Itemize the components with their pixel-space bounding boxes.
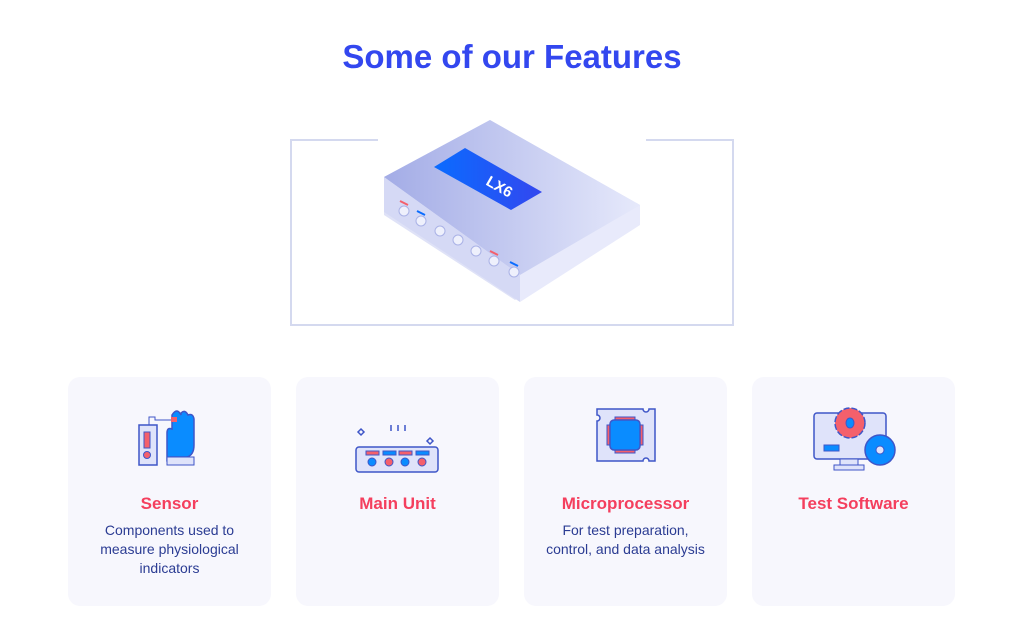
hand-sensor-icon	[137, 410, 195, 466]
main-unit-icon	[354, 425, 439, 473]
page-title: Some of our Features	[342, 38, 682, 75]
card-description: For test preparation, control, and data …	[546, 522, 705, 557]
lx6-device-illustration: LX6	[384, 120, 640, 302]
feature-card-test-software: Test Software	[752, 377, 955, 606]
chip-icon	[595, 408, 656, 462]
card-title: Test Software	[798, 494, 909, 513]
feature-card-main-unit: Main Unit	[296, 377, 499, 606]
monitor-gear-icon	[812, 407, 896, 471]
card-title: Main Unit	[359, 494, 436, 513]
card-title: Microprocessor	[561, 494, 690, 513]
feature-card-sensor: Sensor Components used to measure physio…	[68, 377, 271, 606]
card-title: Sensor	[140, 494, 199, 513]
card-description: Components used to measure physiological…	[100, 522, 239, 576]
feature-card-microprocessor: Microprocessor For test preparation, con…	[524, 377, 727, 606]
